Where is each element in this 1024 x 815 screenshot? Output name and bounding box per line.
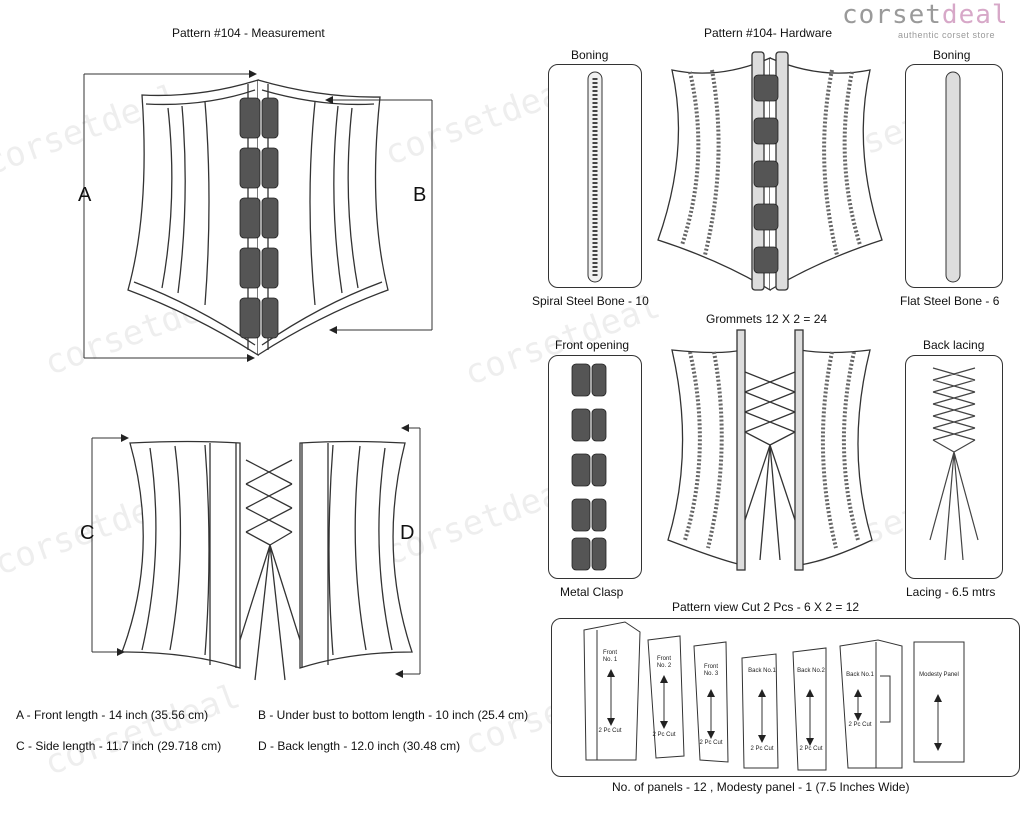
back-corset-drawing [121, 440, 413, 681]
piece-cut: 2 Pc Cut [799, 746, 823, 752]
back-lacing-box [905, 355, 1003, 579]
note-c: C - Side length - 11.7 inch (29.718 cm) [16, 739, 222, 753]
note-b: B - Under bust to bottom length - 10 inc… [258, 708, 529, 722]
piece-name: Front No. 3 [703, 664, 719, 677]
metal-clasp-caption: Metal Clasp [560, 585, 624, 599]
note-a: A - Front length - 14 inch (35.56 cm) [16, 708, 209, 722]
logo-part-1: corset [842, 0, 942, 30]
front-opening-heading: Front opening [555, 338, 630, 352]
spiral-bone-caption: Spiral Steel Bone - 10 [532, 294, 649, 308]
piece-name: Back No.1 [846, 672, 874, 678]
piece-name: Front No. 2 [656, 656, 672, 669]
logo-part-2: deal [941, 0, 1009, 30]
front-clasps [239, 97, 279, 339]
dimension-lines-front [83, 70, 433, 362]
hardware-title: Pattern #104- Hardware [704, 26, 833, 40]
note-d: D - Back length - 12.0 inch (30.48 cm) [258, 739, 461, 753]
measurement-title: Pattern #104 - Measurement [172, 26, 325, 40]
flat-bone-caption: Flat Steel Bone - 6 [900, 294, 1000, 308]
boning-right-heading: Boning [933, 48, 971, 62]
piece-name: Front No. 1 [602, 650, 618, 663]
front-corset-drawing [127, 79, 389, 357]
piece-name: Modesty Panel [919, 672, 959, 678]
logo-tagline: authentic corset store [898, 30, 996, 40]
piece-cut: 2 Pc Cut [750, 746, 774, 752]
piece-name: Back No.1 [748, 668, 776, 674]
label-b: B [413, 184, 427, 206]
piece-cut: 2 Pc Cut [598, 728, 622, 734]
hardware-front-corset [657, 51, 883, 292]
brand-logo: corsetdeal [842, 0, 1009, 30]
label-c: C [80, 522, 95, 544]
pattern-footer: No. of panels - 12 , Modesty panel - 1 (… [612, 780, 910, 794]
pattern-view-title: Pattern view Cut 2 Pcs - 6 X 2 = 12 [672, 600, 860, 614]
hardware-back-corset [667, 329, 873, 571]
piece-name: Back No.2 [797, 668, 825, 674]
piece-cut: 2 Pc Cut [652, 732, 676, 738]
back-lacing-heading: Back lacing [923, 338, 985, 352]
piece-cut: 2 Pc Cut [848, 722, 872, 728]
boning-left-heading: Boning [571, 48, 609, 62]
label-d: D [400, 522, 415, 544]
lacing-caption: Lacing - 6.5 mtrs [906, 585, 996, 599]
label-a: A [78, 184, 92, 206]
dimension-lines-back [91, 424, 421, 678]
grommets-label: Grommets 12 X 2 = 24 [706, 312, 828, 326]
piece-cut: 2 Pc Cut [699, 740, 723, 746]
